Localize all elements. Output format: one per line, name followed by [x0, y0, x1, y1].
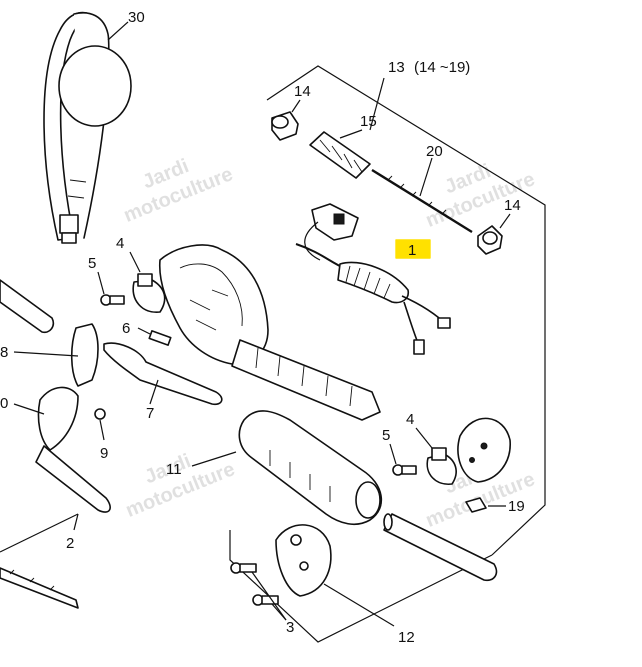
- left-tube-segment: [0, 279, 55, 334]
- part-15-cable-sleeve: [309, 129, 371, 179]
- callout-9: 9: [100, 445, 108, 462]
- part-8-bracket: [13, 323, 99, 387]
- part-2-rod: [0, 513, 79, 609]
- callout-13-range: (14 ~19): [414, 59, 470, 76]
- callout-14-right: 14: [504, 197, 521, 214]
- part-5-screw-right: [389, 443, 417, 476]
- part-5-screw-left: [97, 271, 125, 306]
- callout-14-top: 14: [294, 83, 311, 100]
- part-lever-assembly: [13, 386, 111, 513]
- part-12-cover: [275, 524, 395, 627]
- group-bracket-13: [266, 65, 546, 556]
- part-20-throttle-wire: [371, 157, 473, 234]
- part-3-screws: [230, 562, 287, 621]
- callout-4-right: 4: [406, 411, 414, 428]
- part-4-clamp-right: [415, 427, 457, 485]
- part-4-clamp-left: [129, 251, 166, 313]
- callout-13: 13: [388, 59, 405, 76]
- leader-13: [369, 77, 385, 131]
- callout-5-left: 5: [88, 255, 96, 272]
- callout-8: 8: [0, 344, 8, 361]
- callout-1: 1: [408, 242, 416, 259]
- highlight-box-1: [395, 239, 431, 259]
- watermark-bottom-left: Jardi motoculture: [123, 450, 238, 522]
- part-30-shoulder-strap: [43, 11, 132, 244]
- part-1-wiring-harness: [295, 203, 451, 355]
- watermark-top: Jardi motoculture: [121, 155, 236, 227]
- callout-3: 3: [286, 619, 294, 636]
- part-9-screw: [94, 408, 106, 441]
- part-14-nut-right: [477, 213, 511, 255]
- callout-15: 15: [360, 113, 377, 130]
- callout-0: 0: [0, 395, 8, 412]
- part-7-throttle-trigger: [103, 342, 223, 406]
- callout-12: 12: [398, 629, 415, 646]
- part-11-grip: [191, 410, 383, 526]
- part-14-nut-top: [271, 99, 301, 141]
- callout-7: 7: [146, 405, 154, 422]
- part-handle-housing: [158, 244, 381, 421]
- part-main-tube: [383, 513, 498, 582]
- callout-5-right: 5: [382, 427, 390, 444]
- part-19-plate: [465, 497, 506, 513]
- callout-30: 30: [128, 9, 145, 26]
- callout-2: 2: [66, 535, 74, 552]
- callout-20: 20: [426, 143, 443, 160]
- callout-6: 6: [122, 320, 130, 337]
- callout-4-left: 4: [116, 235, 124, 252]
- callout-11: 11: [166, 461, 182, 478]
- callout-19: 19: [508, 498, 525, 515]
- part-6-pin: [137, 327, 172, 346]
- part-end-cap: [457, 417, 511, 483]
